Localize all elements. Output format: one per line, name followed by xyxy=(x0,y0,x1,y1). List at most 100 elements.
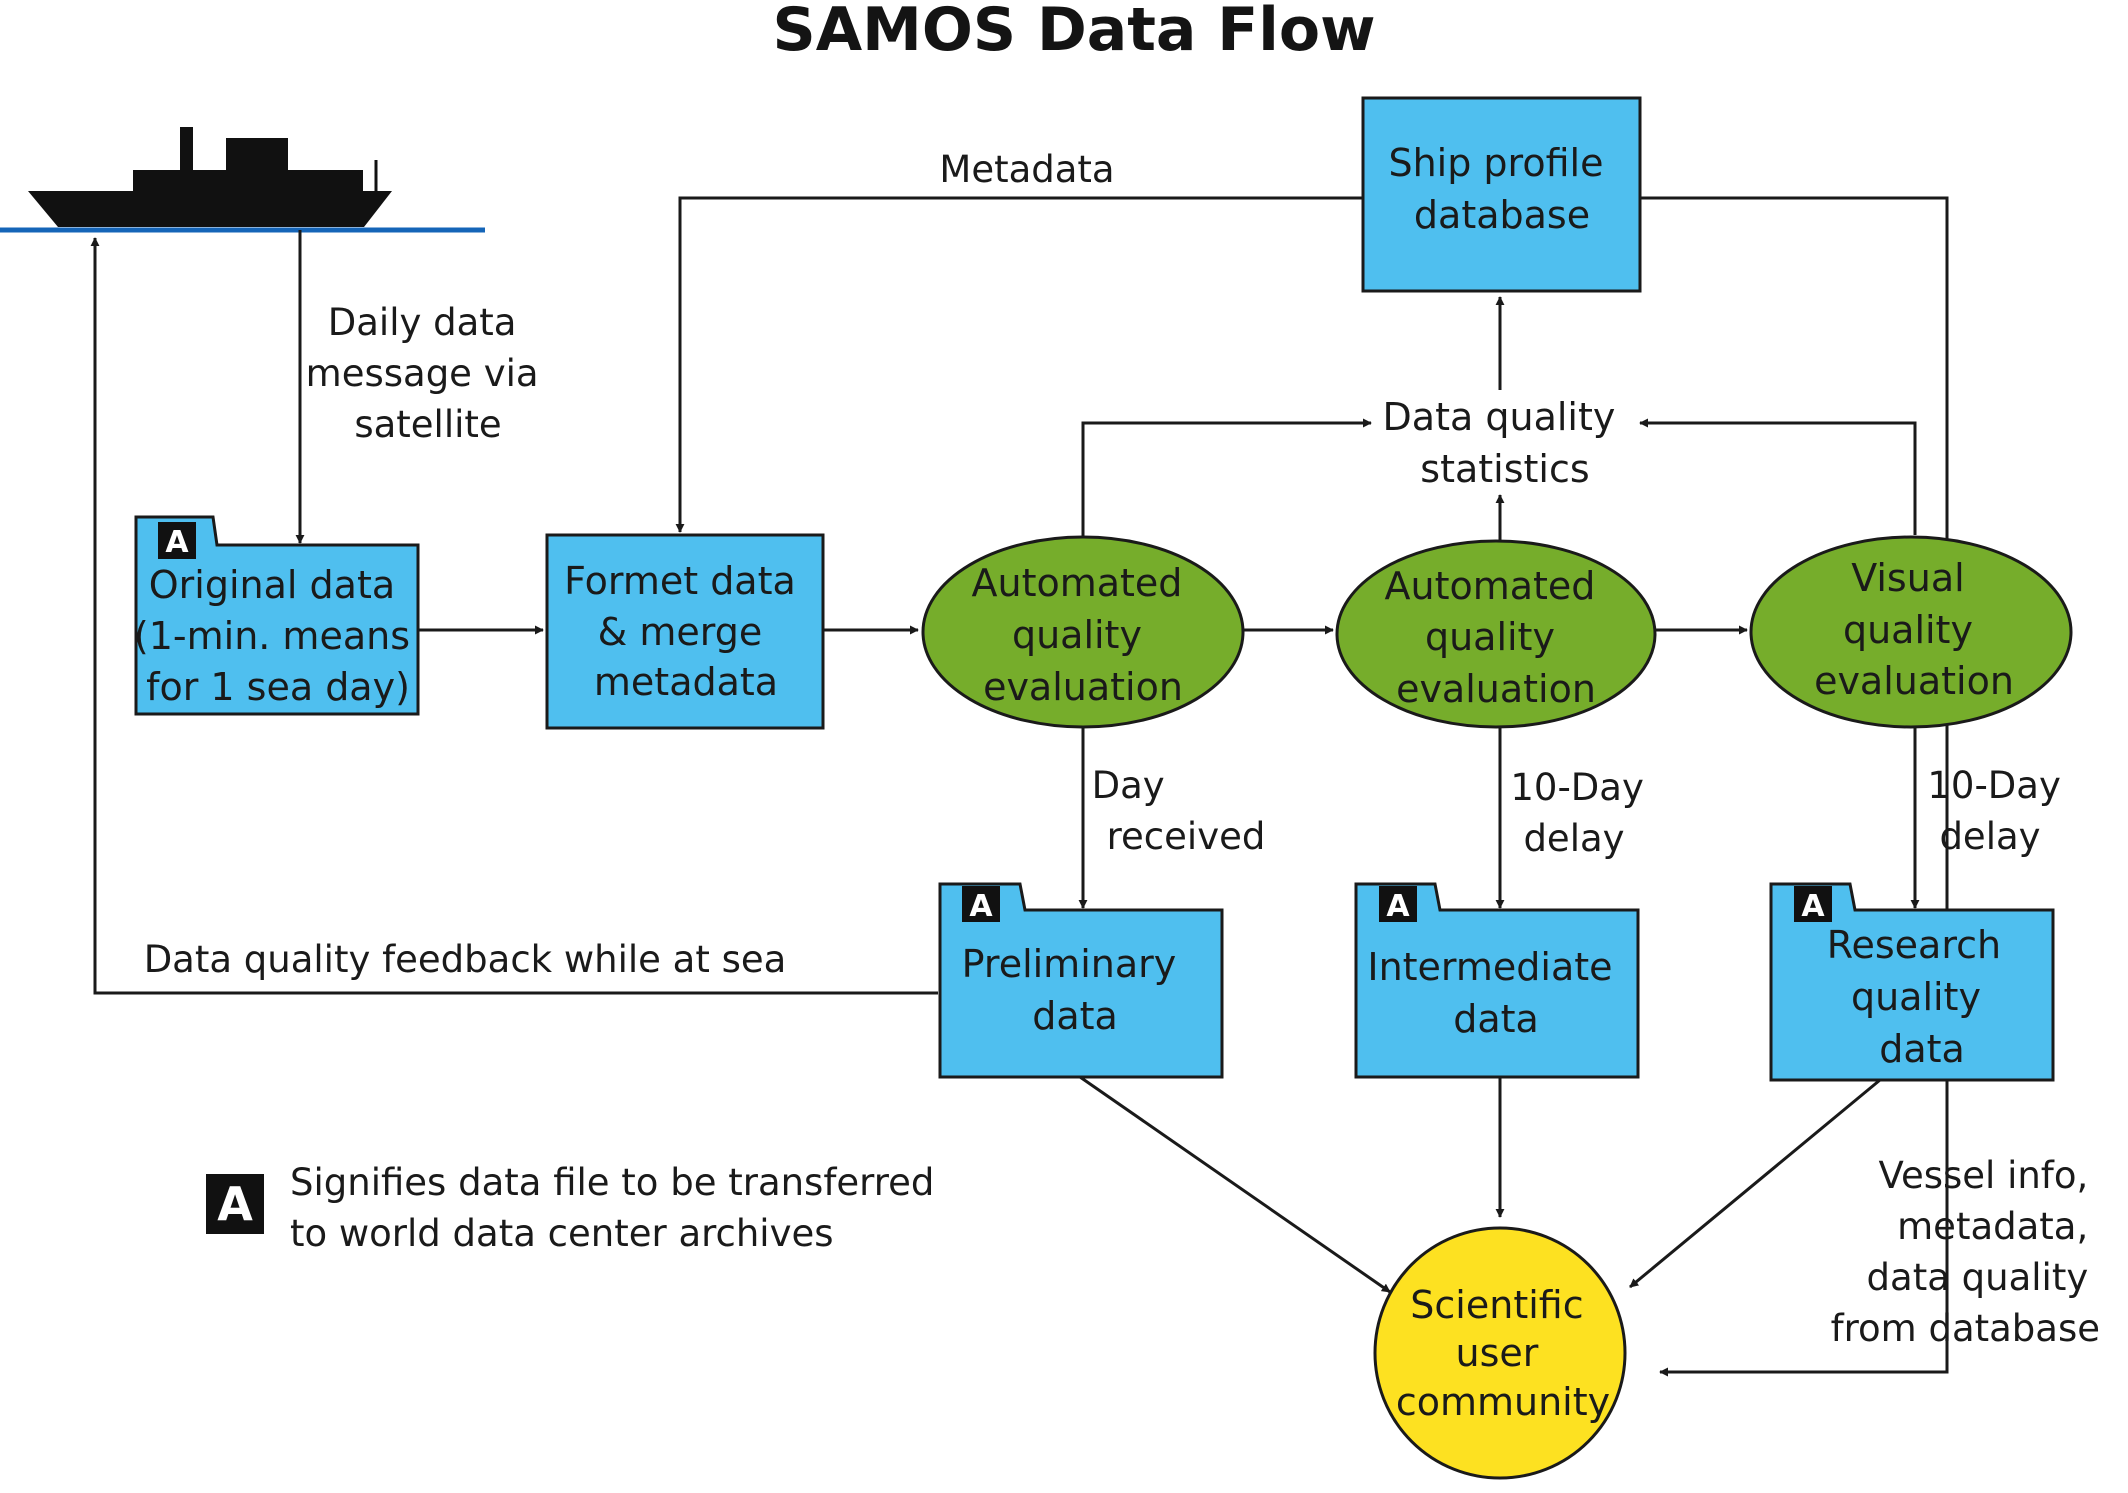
arrow-research-to-community xyxy=(1629,1078,1881,1289)
quality-statistics-label: Data quality statistics xyxy=(1383,395,1628,491)
automated-evaluation-1-ellipse xyxy=(921,535,1245,729)
automated-evaluation-2-label: Automated quality evaluation xyxy=(1384,564,1607,711)
visual-evaluation-line-3: evaluation xyxy=(1814,659,2014,703)
legend-text: Signifies data file to be transferred to… xyxy=(290,1161,946,1255)
scientific-community-circle xyxy=(1373,1226,1627,1480)
vessel-info-line-4: from database xyxy=(1831,1307,2100,1350)
legend-line-1: Signifies data file to be transferred xyxy=(290,1161,934,1204)
intermediate-data-line-2: data xyxy=(1453,997,1539,1041)
arrow-auto1-to-stats xyxy=(1081,418,1372,537)
ship-profile-label: Ship profile database xyxy=(1388,141,1615,237)
scientific-community-label: Scientific user community xyxy=(1396,1283,1610,1424)
research-data-line-3: data xyxy=(1879,1027,1965,1071)
node-intermediate-data: A Intermediate data xyxy=(1354,882,1640,1079)
scientific-community-line-1: Scientific xyxy=(1410,1283,1583,1327)
quality-statistics-line-1: Data quality xyxy=(1383,395,1616,439)
automated-evaluation-1-line-1: Automated xyxy=(971,561,1182,605)
node-visual-evaluation: Visual quality evaluation xyxy=(1749,535,2073,729)
research-data-line-1: Research xyxy=(1827,923,2001,967)
ship-hull xyxy=(28,191,392,227)
preliminary-data-badge-letter: A xyxy=(969,889,993,924)
arrow-metadata-to-format xyxy=(675,196,1363,533)
node-automated-evaluation-1: Automated quality evaluation xyxy=(921,535,1245,729)
ship-profile-line-1: Ship profile xyxy=(1388,141,1603,185)
visual-evaluation-line-1: Visual xyxy=(1851,556,1964,600)
original-data-line-3: for 1 sea day) xyxy=(146,665,410,709)
delay-1-label: 10-Day delay xyxy=(1510,766,1655,860)
original-data-archive-badge xyxy=(158,522,196,559)
legend-archive-badge xyxy=(206,1174,264,1234)
visual-evaluation-ellipse xyxy=(1749,535,2073,729)
research-data-line-2: quality xyxy=(1851,975,1981,1019)
automated-evaluation-1-line-3: evaluation xyxy=(983,665,1183,709)
automated-evaluation-1-line-2: quality xyxy=(1012,613,1142,657)
visual-evaluation-label: Visual quality evaluation xyxy=(1814,556,2014,703)
legend: A Signifies data file to be transferred … xyxy=(206,1161,946,1255)
format-data-line-2: & merge xyxy=(598,610,763,654)
node-automated-evaluation-2: Automated quality evaluation xyxy=(1335,539,1657,729)
intermediate-data-badge-letter: A xyxy=(1386,889,1410,924)
automated-evaluation-2-line-3: evaluation xyxy=(1396,667,1596,711)
vessel-info-line-2: metadata, xyxy=(1897,1205,2088,1248)
vessel-info-label: Vessel info, metadata, data quality from… xyxy=(1831,1154,2100,1350)
ship-icon xyxy=(28,127,392,227)
research-data-label: Research quality data xyxy=(1827,923,2013,1071)
feedback-label: Data quality feedback while at sea xyxy=(144,938,787,981)
arrow-preliminary-to-community xyxy=(1079,1075,1391,1294)
ship-profile-box xyxy=(1361,96,1642,293)
research-data-archive-badge xyxy=(1794,886,1832,922)
automated-evaluation-2-ellipse xyxy=(1335,539,1657,729)
arrow-visual-to-stats xyxy=(1639,418,1917,535)
ship-profile-line-2: database xyxy=(1414,193,1590,237)
node-format-data: Formet data & merge metadata xyxy=(545,533,825,730)
format-data-line-3: metadata xyxy=(594,660,778,704)
intermediate-data-archive-badge xyxy=(1379,886,1417,922)
legend-line-2: to world data center archives xyxy=(290,1212,834,1255)
original-data-folder xyxy=(134,515,420,716)
daily-message-line-1: Daily data xyxy=(328,301,517,344)
connectors xyxy=(90,196,1949,1377)
ship-bridge xyxy=(226,138,288,172)
node-preliminary-data: A Preliminary data xyxy=(938,882,1224,1079)
intermediate-data-label: Intermediate data xyxy=(1367,945,1624,1041)
intermediate-data-line-1: Intermediate xyxy=(1367,945,1612,989)
day-received-line-2: received xyxy=(1107,815,1266,858)
scientific-community-line-3: community xyxy=(1396,1380,1610,1424)
automated-evaluation-2-line-2: quality xyxy=(1425,615,1555,659)
node-scientific-community: Scientific user community xyxy=(1373,1226,1627,1480)
automated-evaluation-1-label: Automated quality evaluation xyxy=(971,561,1194,709)
format-data-line-1: Formet data xyxy=(564,559,796,603)
research-data-badge-letter: A xyxy=(1801,889,1825,924)
legend-badge-letter: A xyxy=(217,1177,253,1231)
arrow-feedback-to-ship xyxy=(90,237,938,995)
node-original-data: A Original data (1-min. means for 1 sea … xyxy=(134,515,422,716)
daily-message-line-2: message via xyxy=(306,352,539,395)
research-data-folder xyxy=(1769,882,2055,1082)
node-research-data: A Research quality data xyxy=(1769,882,2055,1082)
format-data-box xyxy=(545,533,825,730)
preliminary-data-label: Preliminary data xyxy=(962,942,1189,1038)
node-ship-profile-database: Ship profile database xyxy=(1361,96,1642,293)
preliminary-data-line-1: Preliminary xyxy=(962,942,1177,986)
delay-2-line-1: 10-Day xyxy=(1927,764,2061,807)
vessel-info-line-3: data quality xyxy=(1867,1256,2089,1299)
day-received-line-1: Day xyxy=(1092,764,1165,807)
vessel-info-line-1: Vessel info, xyxy=(1879,1154,2089,1197)
daily-message-line-3: satellite xyxy=(354,403,501,446)
delay-1-line-1: 10-Day xyxy=(1510,766,1644,809)
preliminary-data-folder xyxy=(938,882,1224,1079)
quality-statistics-line-2: statistics xyxy=(1420,447,1589,491)
ship-cabin xyxy=(133,170,363,192)
ship-funnel xyxy=(180,127,193,172)
original-data-line-2: (1-min. means xyxy=(134,614,410,658)
arrow-shipprofile-to-community xyxy=(1640,196,1949,1377)
delay-2-label: 10-Day delay xyxy=(1927,764,2072,858)
automated-evaluation-2-line-1: Automated xyxy=(1384,564,1595,608)
metadata-label: Metadata xyxy=(939,148,1114,191)
delay-1-line-2: delay xyxy=(1523,817,1624,860)
original-data-label: Original data (1-min. means for 1 sea da… xyxy=(134,563,422,709)
day-received-label: Day received xyxy=(1092,764,1266,858)
original-data-line-1: Original data xyxy=(149,563,395,607)
original-data-badge-letter: A xyxy=(165,525,189,560)
